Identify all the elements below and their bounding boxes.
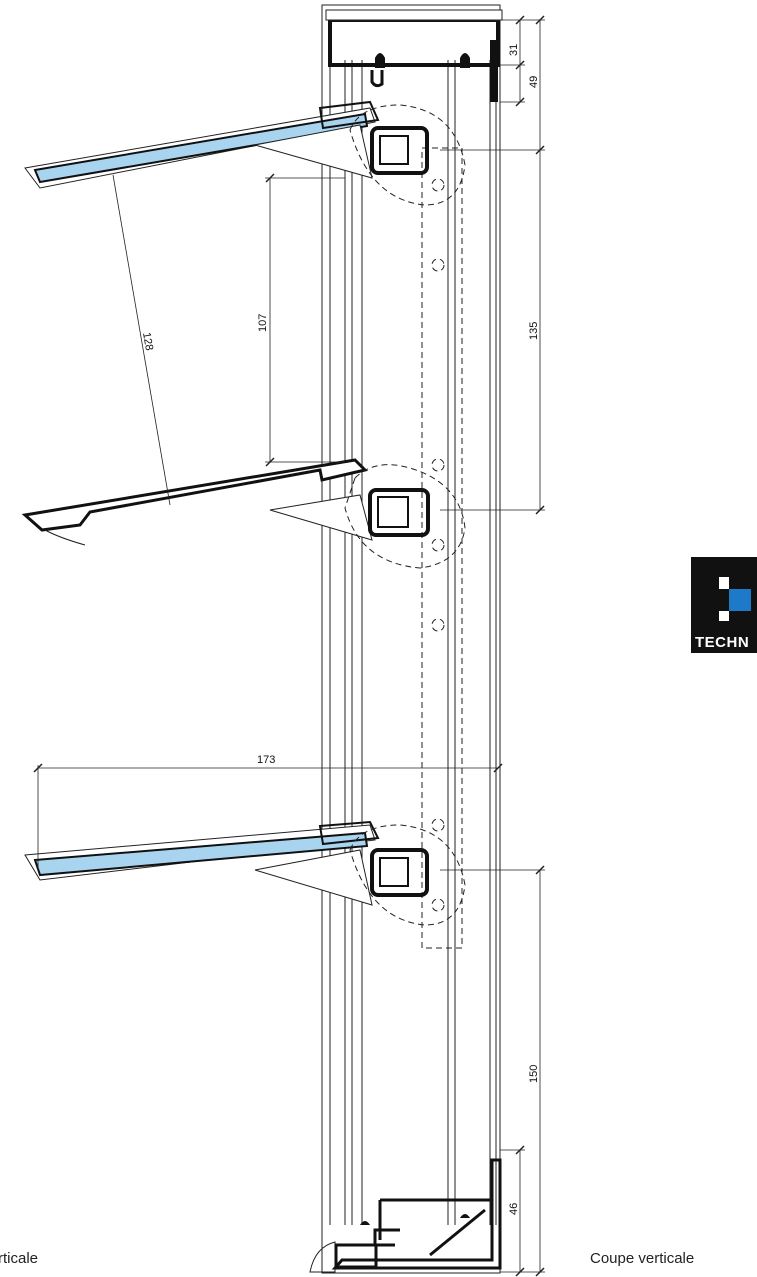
dim-label-150: 150 [528,1065,540,1083]
logo-text: TECHN [695,634,750,651]
louvre-blade-top [24,100,466,206]
caption-left: rticale [0,1250,39,1267]
dim-label-46: 46 [508,1203,520,1215]
dimension-lines [37,19,545,1273]
louvre-blade-middle [21,458,466,569]
logo-blue-square [729,589,751,611]
logo-notch [719,577,729,589]
top-head-profile [325,9,503,102]
dim-label-31: 31 [508,44,520,56]
link-rod [421,147,463,949]
caption-right: Coupe verticale [590,1250,695,1267]
dim-label-49: 49 [528,76,540,88]
dim-label-173: 173 [257,754,275,766]
dim-label-135: 135 [528,322,540,340]
dim-label-107: 107 [257,314,269,332]
logo-notch [719,611,729,621]
brand-logo: TECHN [691,557,757,653]
dimension-ticks [33,15,545,1277]
louvre-blade-bottom [24,820,466,926]
frame-mullion [321,4,501,1274]
dim-label-128: 128 [140,331,155,351]
bottom-sill-profile [309,1158,502,1273]
